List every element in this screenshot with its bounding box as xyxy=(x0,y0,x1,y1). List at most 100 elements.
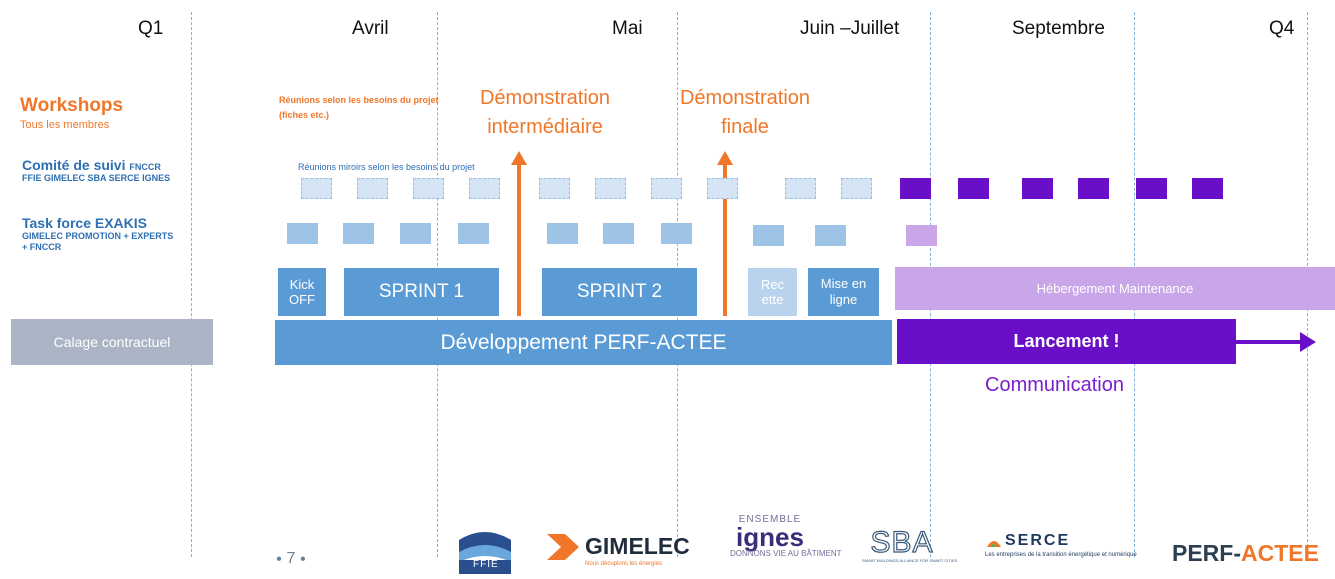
arrow-up-icon xyxy=(511,151,527,165)
lancement-arrow-line xyxy=(1236,340,1302,344)
ffie-text: FFIE xyxy=(473,559,499,570)
workshops-subtitle: Tous les membres xyxy=(20,119,110,131)
ffie-logo: FFIE xyxy=(455,522,515,574)
comite-fnccr: FNCCR xyxy=(129,162,161,172)
taskforce-meeting xyxy=(287,223,318,244)
comite-meeting xyxy=(539,178,570,199)
period-mai: Mai xyxy=(612,18,643,39)
calage-label: Calage contractuel xyxy=(53,334,171,350)
comite-meeting xyxy=(413,178,444,199)
taskforce-members-2: + FNCCR xyxy=(22,242,62,252)
taskforce-meeting xyxy=(661,223,692,244)
comite-label: Comité de suivi FNCCR FFIE GIMELEC SBA S… xyxy=(22,157,170,184)
perf-actee-logo: PERF-ACTEE xyxy=(1172,540,1319,567)
comite-meeting-launch xyxy=(1022,178,1053,199)
comite-meeting xyxy=(301,178,332,199)
milestone-demo-intermediaire-line2: intermédiaire xyxy=(487,116,603,138)
recette-box: Rec ette xyxy=(748,268,797,316)
taskforce-meeting xyxy=(547,223,578,244)
taskforce-members-1: GIMELEC PROMOTION + EXPERTS xyxy=(22,231,174,241)
arrow-shaft-finale xyxy=(723,164,727,316)
milestone-demo-intermediaire-line1: Démonstration xyxy=(479,87,611,109)
calage-box: Calage contractuel xyxy=(11,319,213,365)
kickoff-box: Kick OFF xyxy=(278,268,326,316)
arrow-shaft-intermediaire xyxy=(517,164,521,316)
comite-title: Comité de suivi xyxy=(22,157,126,173)
serce-name: SERCE xyxy=(1005,532,1071,549)
comite-meeting-launch xyxy=(958,178,989,199)
recette-line2: ette xyxy=(761,292,784,307)
note-reunions-miroirs: Réunions miroirs selon les besoins du pr… xyxy=(298,162,475,172)
arrow-right-icon xyxy=(1300,332,1316,352)
comite-meeting xyxy=(595,178,626,199)
taskforce-meeting xyxy=(603,223,634,244)
note-reunions-besoins: Réunions selon les besoins du projet (fi… xyxy=(279,95,439,120)
kickoff-line2: OFF xyxy=(289,292,315,307)
sprint-1-label: SPRINT 1 xyxy=(378,281,465,302)
arrow-up-icon xyxy=(717,151,733,165)
hebergement-box: Hébergement Maintenance xyxy=(895,267,1335,310)
comite-meeting-launch xyxy=(1136,178,1167,199)
sba-tagline: SMART BUILDINGS ALLIANCE FOR SMART CITIE… xyxy=(862,558,958,563)
recette-line1: Rec xyxy=(760,277,785,292)
comite-meeting xyxy=(707,178,738,199)
gimelec-name: GIMELEC xyxy=(585,533,690,559)
milestone-demo-finale-line2: finale xyxy=(721,116,769,138)
comite-meeting xyxy=(785,178,816,199)
ignes-logo: ENSEMBLE ignes DONNONS VIE AU BÂTIMENT xyxy=(730,514,842,558)
workshops-label: Workshops Tous les membres xyxy=(20,95,123,131)
comite-meeting xyxy=(841,178,872,199)
period-septembre: Septembre xyxy=(1012,18,1105,39)
mise-en-ligne-line2: ligne xyxy=(829,292,858,307)
ignes-top: ENSEMBLE xyxy=(738,514,802,525)
developpement-label: Développement PERF-ACTEE xyxy=(440,330,727,354)
serce-flame-icon xyxy=(987,541,1001,547)
sprint-1-box: SPRINT 1 xyxy=(344,268,499,316)
lancement-label: Lancement ! xyxy=(1013,331,1120,351)
taskforce-meeting xyxy=(815,225,846,246)
gimelec-chevron-icon xyxy=(547,534,579,560)
comite-meeting xyxy=(357,178,388,199)
taskforce-title: Task force EXAKIS xyxy=(22,215,148,231)
taskforce-meeting xyxy=(343,223,374,244)
perf-text: PERF- xyxy=(1172,540,1241,566)
timeline-divider-q1 xyxy=(191,12,192,557)
sba-logo: SBA SMART BUILDINGS ALLIANCE FOR SMART C… xyxy=(862,526,958,563)
mise-en-ligne-box: Mise en ligne xyxy=(808,268,879,316)
comite-meeting-launch xyxy=(1078,178,1109,199)
actee-text: ACTEE xyxy=(1241,540,1319,566)
sprint-2-label: SPRINT 2 xyxy=(576,281,663,302)
lancement-box: Lancement ! xyxy=(897,319,1236,364)
milestone-demo-finale-line1: Démonstration xyxy=(679,87,811,109)
page-number: ● 7 ● xyxy=(276,550,306,567)
comite-meeting xyxy=(469,178,500,199)
mise-en-ligne-line1: Mise en xyxy=(820,276,867,291)
period-q4: Q4 xyxy=(1269,18,1295,39)
sprint-2-box: SPRINT 2 xyxy=(542,268,697,316)
comite-meeting-launch xyxy=(1192,178,1223,199)
milestone-demo-finale: Démonstration finale xyxy=(665,84,825,142)
ffie-wave-icon xyxy=(455,522,515,574)
sba-name: SBA xyxy=(870,526,934,559)
taskforce-meeting xyxy=(753,225,784,246)
taskforce-meeting xyxy=(458,223,489,244)
page-number-value: 7 xyxy=(286,550,296,567)
communication-label: Communication xyxy=(985,374,1124,396)
comite-meeting-launch xyxy=(900,178,931,199)
taskforce-meeting xyxy=(400,223,431,244)
ignes-name: ignes xyxy=(736,522,804,552)
hebergement-label: Hébergement Maintenance xyxy=(1036,281,1194,296)
period-q1: Q1 xyxy=(138,18,164,39)
workshops-title: Workshops xyxy=(20,95,124,116)
gimelec-tagline: Nous décuplons les énergies xyxy=(585,561,663,567)
serce-tagline: Les entreprises de la transition énergét… xyxy=(985,552,1137,558)
comite-members: FFIE GIMELEC SBA SERCE IGNES xyxy=(22,173,171,183)
taskforce-meeting xyxy=(906,225,937,246)
developpement-box: Développement PERF-ACTEE xyxy=(275,320,892,365)
comite-meeting xyxy=(651,178,682,199)
ignes-bottom: DONNONS VIE AU BÂTIMENT xyxy=(730,549,842,558)
milestone-demo-intermediaire: Démonstration intermédiaire xyxy=(460,84,630,142)
kickoff-line1: Kick xyxy=(289,277,315,292)
period-juin-juillet: Juin –Juillet xyxy=(800,18,900,39)
taskforce-label: Task force EXAKIS GIMELEC PROMOTION + EX… xyxy=(22,215,173,253)
